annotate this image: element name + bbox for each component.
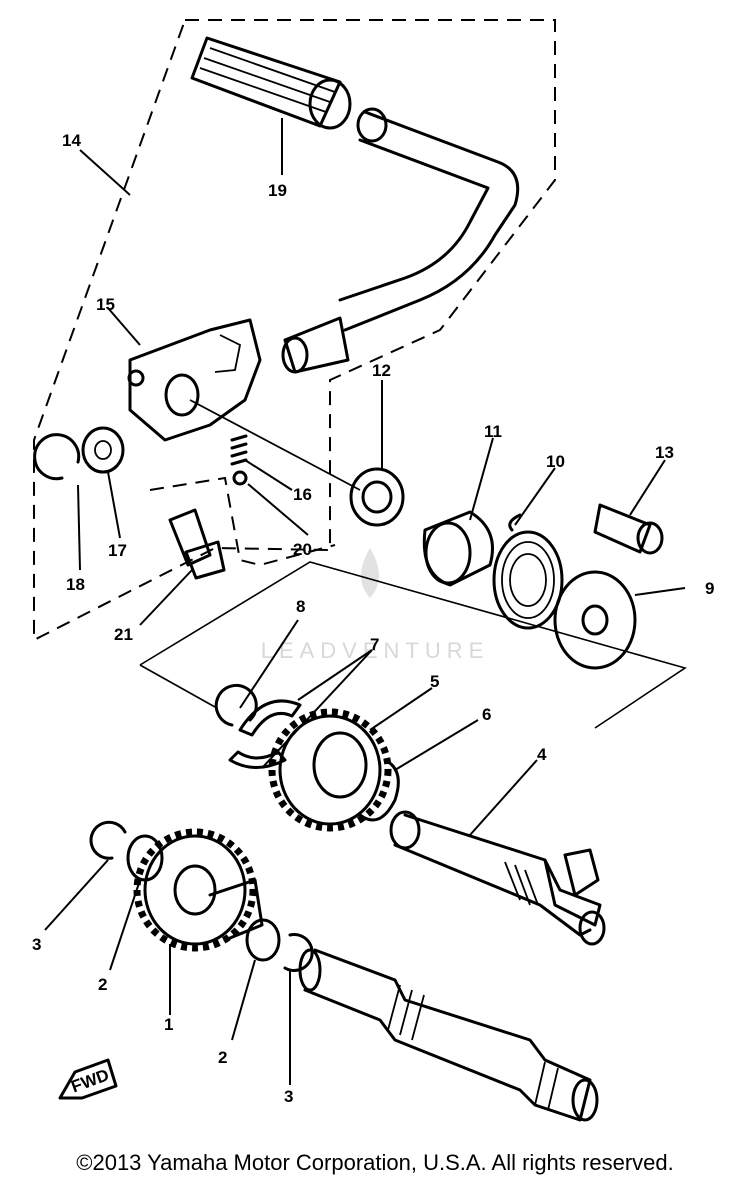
ball-20 (232, 470, 248, 486)
callout-9: 9 (705, 579, 714, 598)
spring-guide-11 (422, 510, 494, 587)
circlip-3-left (89, 820, 127, 860)
circlip-8 (214, 683, 258, 727)
clip-7a (238, 699, 302, 737)
callout-12: 12 (372, 361, 391, 380)
washer-17-hole (94, 440, 112, 460)
callout-3-right: 3 (284, 1087, 293, 1106)
detail-box-20-21 (149, 476, 336, 567)
callout-2-left: 2 (98, 975, 107, 994)
pin-13 (593, 503, 664, 555)
callout-15: 15 (96, 295, 115, 314)
washer-17 (81, 426, 125, 474)
copyright-notice: ©2013 Yamaha Motor Corporation, U.S.A. A… (76, 1150, 674, 1175)
subassembly-frame (139, 561, 687, 729)
callout-18: 18 (66, 575, 85, 594)
callout-numbers: 14 19 15 12 11 10 13 16 17 18 20 21 9 8 … (32, 131, 714, 1106)
callout-19: 19 (268, 181, 287, 200)
circlip-18 (33, 433, 81, 481)
leader-lines (44, 118, 686, 1085)
callout-8: 8 (296, 597, 305, 616)
callout-5: 5 (430, 672, 439, 691)
callout-4: 4 (537, 745, 547, 764)
callout-16: 16 (293, 485, 312, 504)
washer-2-right (245, 918, 281, 962)
forward-arrow-icon: FWD (58, 1058, 118, 1100)
kick-crank-boss (127, 318, 262, 442)
spring-clip-6 (358, 758, 400, 822)
kick-axle-4 (389, 810, 606, 946)
callout-10: 10 (546, 452, 565, 471)
idler-gear-1 (133, 828, 264, 952)
callout-13: 13 (655, 443, 674, 462)
circlip-3-right (283, 933, 314, 972)
main-axle (298, 948, 599, 1122)
oil-seal-12 (349, 467, 405, 527)
kick-crank-rubber (190, 36, 352, 130)
callout-17: 17 (108, 541, 127, 560)
callout-3-left: 3 (32, 935, 41, 954)
washer-9 (553, 570, 637, 670)
callout-6: 6 (482, 705, 491, 724)
kick-crank-arm (281, 107, 520, 374)
kick-crank-assembly-boundary (33, 19, 556, 642)
kick-gear-5 (268, 708, 392, 832)
bolt-21 (168, 508, 226, 580)
callout-20: 20 (293, 540, 312, 559)
callout-11: 11 (484, 422, 502, 441)
callout-21: 21 (114, 625, 133, 644)
torsion-spring-10 (492, 513, 564, 630)
forward-label: FWD (69, 1065, 112, 1096)
callout-7: 7 (370, 635, 379, 654)
callout-1: 1 (164, 1015, 173, 1034)
callout-2-right: 2 (218, 1048, 227, 1067)
callout-14: 14 (62, 131, 81, 150)
spring-16 (230, 434, 248, 466)
